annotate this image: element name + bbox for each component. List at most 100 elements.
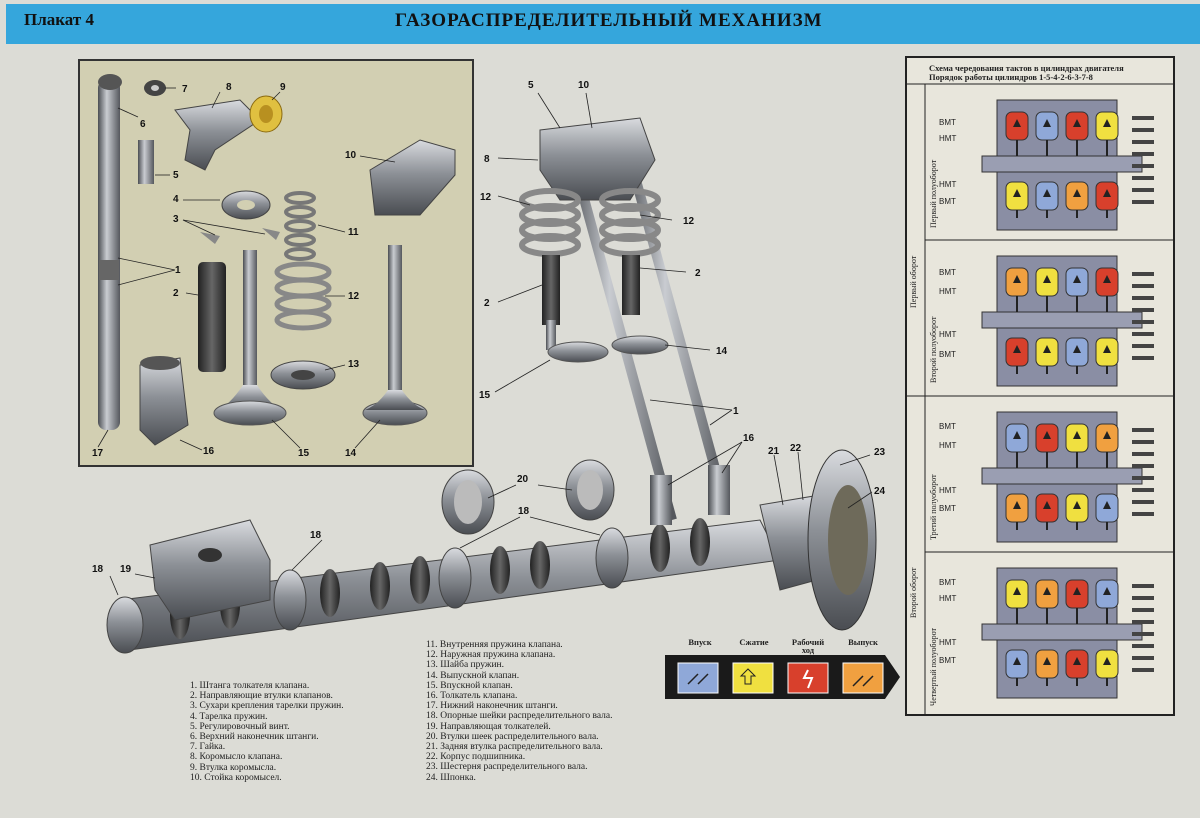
exhaust-swatch (842, 662, 884, 694)
inner-spring-part (284, 191, 316, 261)
valve-head-intake (547, 341, 609, 363)
callout-10: 10 (345, 150, 357, 161)
callout-1-assembly: 1 (733, 406, 739, 417)
callout-16-assembly: 16 (743, 433, 755, 444)
flywheel-tooth (1132, 176, 1154, 180)
detail-parts (98, 74, 456, 446)
callout-21: 21 (768, 446, 780, 457)
callout-24: 24 (874, 486, 886, 497)
piston-arrow (1073, 657, 1081, 665)
bdc-label: НМТ (939, 134, 957, 143)
bdc-label: НМТ (939, 180, 957, 189)
exhaust-valve-part (388, 245, 402, 395)
callout-2-assembly-left: 2 (484, 298, 490, 309)
spring-stack-left (519, 188, 581, 257)
assembly-drawing (106, 117, 877, 654)
bdc-label: НМТ (939, 594, 957, 603)
valve-guide-part (198, 262, 226, 372)
exhaust-label: Выпуск (848, 637, 878, 647)
flywheel-tooth (1132, 140, 1154, 144)
callout-13: 13 (348, 359, 360, 370)
piston-arrow (1013, 275, 1021, 283)
pushrod-right (620, 138, 730, 507)
tdc-label: ВМТ (939, 118, 956, 127)
pushrod-tip-part (98, 74, 122, 90)
flywheel-tooth (1132, 296, 1154, 300)
callout-6: 6 (140, 119, 146, 130)
flywheel-tooth (1132, 116, 1154, 120)
legend-item: 19. Направляющая толкателей. (426, 721, 551, 732)
half-turn-2-label: Второй полуоборот (929, 316, 938, 383)
stroke-legend-swatches (677, 662, 884, 694)
piston-arrow (1043, 431, 1051, 439)
flywheel-tooth (1132, 488, 1154, 492)
lifter-right (708, 465, 730, 515)
legend-item: 5. Регулировочный винт. (190, 721, 290, 732)
callout-8-assembly: 8 (484, 154, 490, 165)
valve-lifter-part (139, 357, 189, 446)
piston-arrow (1013, 345, 1021, 353)
engine-panel (981, 567, 1154, 699)
piston-arrow (1103, 189, 1111, 197)
flywheel-tooth (1132, 284, 1154, 288)
piston-arrow (1043, 119, 1051, 127)
piston-arrow (1073, 119, 1081, 127)
piston-arrow (1103, 345, 1111, 353)
piston-arrow (1043, 275, 1051, 283)
callout-15: 15 (298, 448, 310, 459)
scheme-order: Порядок работы цилиндров 1-5-4-2-6-3-7-8 (929, 72, 1093, 82)
piston-arrow (1073, 501, 1081, 509)
rocker-assembly (539, 117, 656, 201)
callout-17: 17 (92, 448, 104, 459)
flywheel-tooth (1132, 476, 1154, 480)
callout-2: 2 (173, 288, 179, 299)
lifter-left (650, 475, 672, 525)
crankshaft (981, 311, 1143, 329)
callout-1: 1 (175, 265, 181, 276)
legend-item: 8. Коромысло клапана. (190, 752, 283, 763)
crankshaft (981, 623, 1143, 641)
intake-valve-part (243, 250, 257, 390)
engine-panel (981, 411, 1154, 543)
engine-panel (981, 99, 1154, 231)
flywheel-tooth (1132, 620, 1154, 624)
piston-arrow (1103, 501, 1111, 509)
flywheel-tooth (1132, 332, 1154, 336)
keeper-part (200, 232, 220, 244)
parts-legend-left: 1. Штанга толкателя клапана. 2. Направля… (190, 681, 344, 783)
title-bar (6, 4, 1200, 44)
piston-arrow (1073, 189, 1081, 197)
piston-arrow (1043, 189, 1051, 197)
legend-item: 2. Направляющие втулки клапанов. (190, 691, 333, 702)
legend-item: 18. Опорные шейки распределительного вал… (426, 711, 613, 722)
legend-item: 10. Стойка коромысел. (190, 772, 282, 783)
piston-arrow (1013, 657, 1021, 665)
poster-title: ГАЗОРАСПРЕДЕЛИТЕЛЬНЫЙ МЕХАНИЗМ (395, 10, 823, 31)
callout-3: 3 (173, 214, 179, 225)
legend-item: 24. Шпонка. (426, 772, 476, 783)
flywheel-tooth (1132, 512, 1154, 516)
piston-arrow (1103, 587, 1111, 595)
callout-9: 9 (280, 82, 286, 93)
legend-item: 11. Внутренняя пружина клапана. (426, 640, 563, 650)
legend-item: 17. Нижний наконечник штанги. (426, 701, 558, 712)
legend-item: 21. Задняя втулка распределительного вал… (426, 742, 603, 753)
tdc-label: ВМТ (939, 656, 956, 665)
piston-arrow (1073, 587, 1081, 595)
half-turn-4-label: Четвертый полуоборот (929, 627, 938, 706)
rocker-arm-part (174, 99, 261, 171)
scheme-title: Схема чередования тактов в цилиндрах дви… (929, 63, 1124, 73)
valve-head-exhaust (611, 335, 669, 355)
engine-panel (981, 255, 1154, 387)
callout-18-far-left: 18 (92, 564, 104, 575)
callout-4: 4 (173, 194, 179, 205)
crankshaft (981, 155, 1143, 173)
piston-arrow (1103, 119, 1111, 127)
scheme-header: Схема чередования тактов в цилиндрах дви… (929, 64, 1124, 82)
revolution-1-label: Первый оборот (909, 255, 918, 308)
plate-number: Плакат 4 (24, 10, 94, 29)
firing-order-scheme: Схема чередования тактов в цилиндрах дви… (905, 56, 1175, 716)
intake-swatch (677, 662, 719, 694)
legend-item: 22. Корпус подшипника. (426, 752, 526, 763)
